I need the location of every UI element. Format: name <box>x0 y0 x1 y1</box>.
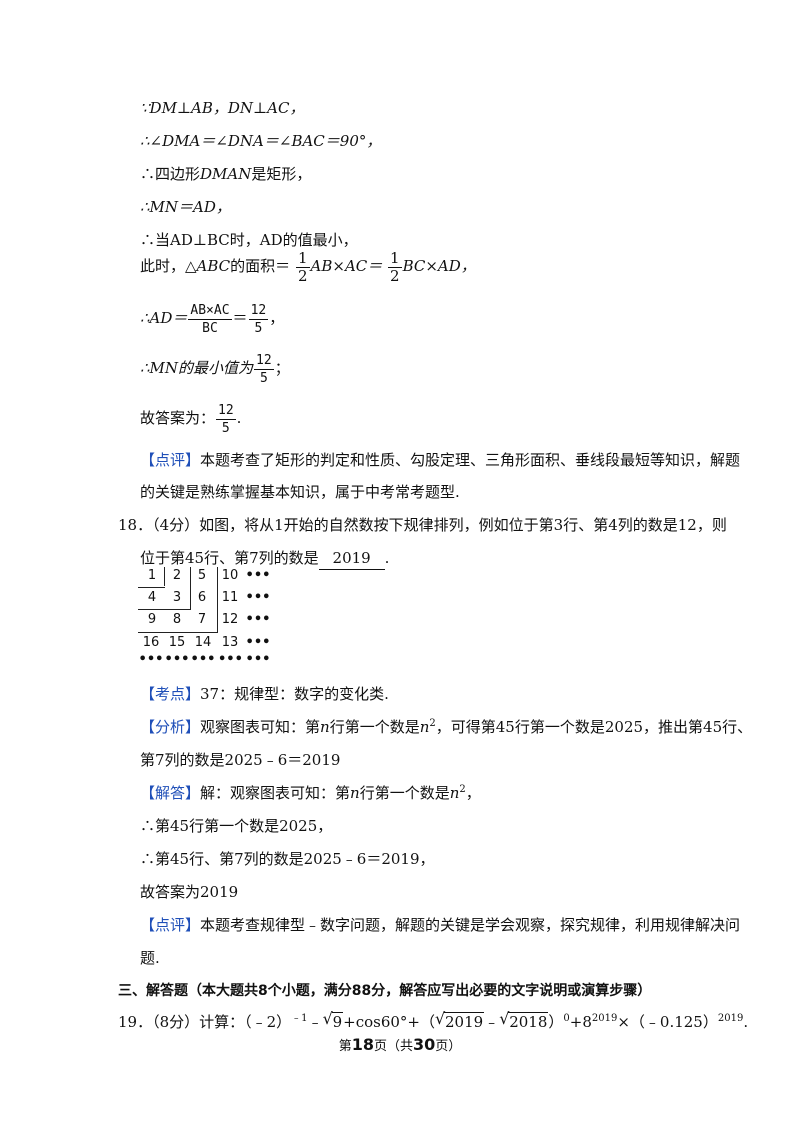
grid-cell: 9 <box>147 612 157 627</box>
jieda-18: 【解答】解：观察图表可知：第n行第一个数是n2， <box>140 784 481 802</box>
comment-18-cont: 题. <box>140 949 160 967</box>
grid-cell: 16 <box>142 635 160 650</box>
grid-line <box>138 587 165 588</box>
grid-cell: 7 <box>197 612 207 627</box>
grid-ellipsis: ••• <box>245 612 271 627</box>
comment-17: 【点评】本题考查了矩形的判定和性质、勾股定理、三角形面积、垂线段最短等知识，解题 <box>140 451 741 469</box>
number-spiral-grid: 1 2 5 10 ••• 4 3 6 11 ••• 9 8 7 12 ••• 1… <box>138 566 278 667</box>
grid-cell: 1 <box>147 568 157 583</box>
fenxi-18-cont: 第7列的数是2025﹣6＝2019 <box>140 751 341 769</box>
grid-cell: 2 <box>172 568 182 583</box>
fenxi-18: 【分析】观察图表可知：第n行第一个数是n2，可得第45行第一个数是2025，推出… <box>140 718 753 736</box>
grid-cell: 4 <box>147 590 157 605</box>
grid-cell: 3 <box>172 590 182 605</box>
grid-cell: 6 <box>197 590 207 605</box>
jieda-18-step-3: ∴第45行、第7列的数是2025﹣6＝2019， <box>140 850 435 868</box>
grid-cell: 14 <box>194 635 212 650</box>
solution-line-2: ∴∠DMA＝∠DNA＝∠BAC＝90°， <box>140 132 382 150</box>
comment-18: 【点评】本题考查规律型﹣数字问题，解题的关键是学会观察，探究规律，利用规律解决问 <box>140 916 741 934</box>
sqrt: √2019 <box>434 1009 485 1031</box>
jieda-18-step-2: ∴第45行第一个数是2025， <box>140 817 333 835</box>
grid-line <box>164 567 165 586</box>
grid-cell: 8 <box>172 612 182 627</box>
grid-line <box>138 609 191 610</box>
solution-line-5: ∴当AD⊥BC时，AD的值最小， <box>140 231 358 249</box>
solution-line-1: ∵DM⊥AB，DN⊥AC， <box>140 99 305 117</box>
grid-ellipsis: ••• <box>164 652 190 667</box>
question-18-stem: 18．（4分）如图，将从1开始的自然数按下规律排列，例如位于第3行、第4列的数是… <box>118 516 727 534</box>
grid-ellipsis: ••• <box>138 652 164 667</box>
grid-ellipsis: ••• <box>218 652 243 667</box>
solution-line-3: ∴四边形DMAN是矩形， <box>140 165 312 183</box>
grid-cell: 10 <box>221 568 239 583</box>
grid-cell: 13 <box>221 635 239 650</box>
grid-cell: 12 <box>221 612 239 627</box>
grid-cell: 15 <box>168 635 186 650</box>
comment-17-cont: 的关键是熟练掌握基本知识，属于中考常考题型. <box>140 483 460 501</box>
grid-ellipsis: ••• <box>245 590 271 605</box>
grid-line <box>138 632 218 633</box>
answer-blank: 2019 <box>318 547 385 570</box>
sqrt: √2018 <box>499 1009 549 1031</box>
jieda-18-step-4: 故答案为2019 <box>140 883 239 901</box>
grid-ellipsis: ••• <box>245 652 271 667</box>
grid-cell: 5 <box>197 568 207 583</box>
sqrt: √9 <box>322 1009 344 1031</box>
grid-cell: 11 <box>221 590 239 605</box>
grid-ellipsis: ••• <box>245 568 271 583</box>
solution-line-4: ∴MN＝AD， <box>140 198 231 216</box>
grid-line <box>190 567 191 609</box>
question-19: 19．（8分）计算：（﹣2）﹣1﹣√9+cos60°+（√2019﹣√2018）… <box>118 1009 749 1031</box>
kaodian-18: 【考点】37：规律型：数字的变化类. <box>140 685 389 703</box>
page-number: 18 <box>351 1035 374 1054</box>
section-heading: 三、解答题（本大题共8个小题，满分88分，解答应写出必要的文字说明或演算步骤） <box>118 983 652 999</box>
total-pages: 30 <box>413 1035 436 1054</box>
grid-ellipsis: ••• <box>190 652 216 667</box>
grid-ellipsis: ••• <box>245 635 271 650</box>
grid-line <box>217 567 218 632</box>
page-footer: 第18页（共30页） <box>338 1035 462 1054</box>
